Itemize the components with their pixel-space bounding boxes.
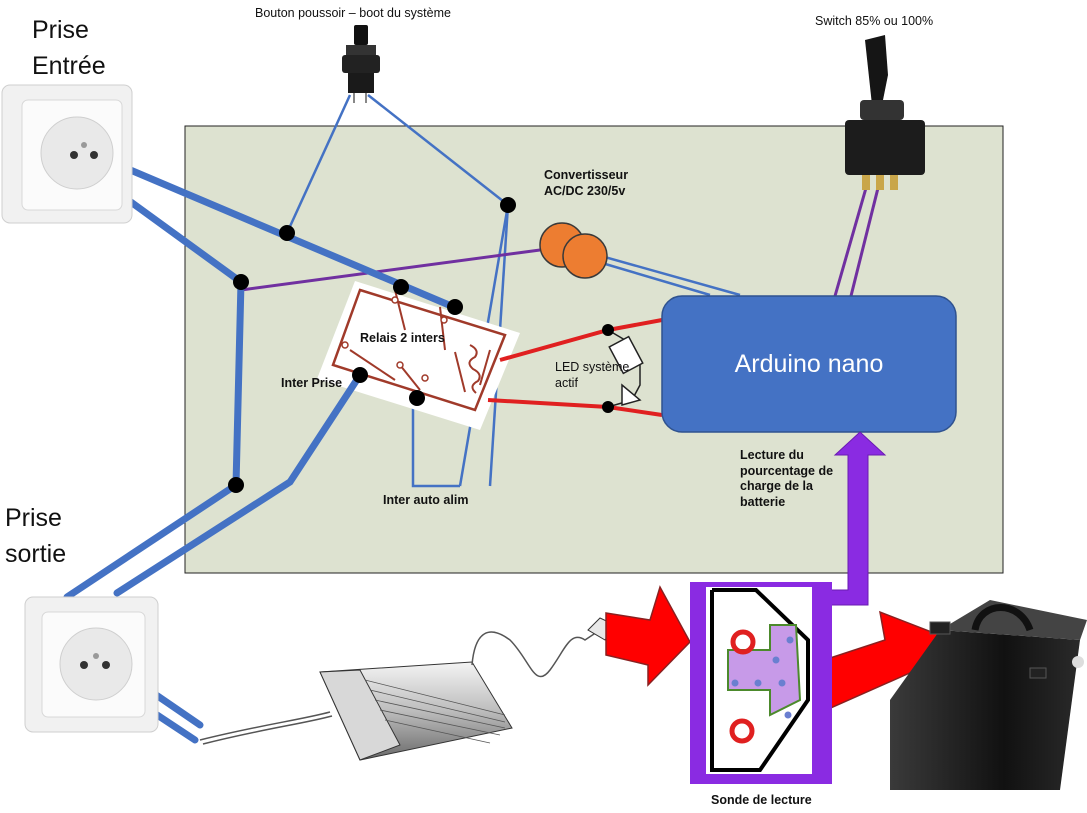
relais-label: Relais 2 inters [360,331,445,345]
inter-auto-label: Inter auto alim [383,493,469,507]
push-button-icon [342,25,380,103]
switch-wires [833,187,880,297]
convertisseur-label: Convertisseur AC/DC 230/5v [544,168,629,198]
converter-icon [539,222,608,279]
signal-wire [240,248,541,292]
arduino-block [661,295,957,433]
sonde-label: Sonde de lecture [711,793,812,807]
arduino-label: Arduino nano [734,349,884,378]
led-icon [607,329,644,408]
prise-sortie-label: Prise sortie [5,504,67,569]
toggle-switch-icon [845,35,925,190]
charger-icon [199,617,616,761]
sonde-icon [690,582,832,784]
switch-label: Switch 85% ou 100% [815,14,934,28]
prise-entree-label: Prise Entrée [32,16,106,81]
relay-icon [317,281,520,430]
inter-prise-label: Inter Prise [281,376,343,390]
wall-outlet-icon [1,84,133,224]
wall-outlet-icon [24,596,159,733]
bouton-label: Bouton poussoir – boot du système [255,6,451,20]
lecture-label: Lecture du pourcentage de charge de la b… [740,448,834,509]
junction-dots [228,197,614,493]
battery-icon [890,600,1087,790]
led-label: LED système actif [555,360,630,390]
